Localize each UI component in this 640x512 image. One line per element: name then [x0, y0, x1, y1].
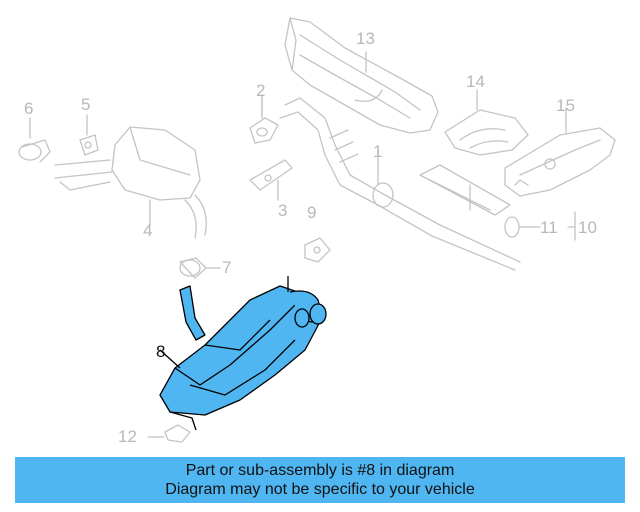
- bracket-3: [249, 159, 293, 201]
- clamp-12: [147, 424, 191, 443]
- callout-5: 5: [81, 95, 91, 114]
- heat-shield-13: [284, 17, 439, 134]
- callout-3: 3: [278, 201, 288, 220]
- callout-11: 11: [540, 218, 558, 237]
- gasket-2: [249, 94, 279, 144]
- crossmember-10: [419, 164, 511, 216]
- callout-12: 12: [118, 427, 137, 446]
- rear-muffler-8: [159, 276, 327, 431]
- hanger-9: [304, 237, 331, 263]
- muffler-4: [54, 126, 207, 239]
- callout-10: 10: [578, 218, 597, 237]
- exhaust-system-diagram: [18, 17, 616, 443]
- catalytic-pipe-1: [279, 97, 521, 271]
- callout-9: 9: [307, 203, 317, 222]
- heat-shield-15: [504, 107, 616, 197]
- part-info-banner: Part or sub-assembly is #8 in diagram Di…: [15, 457, 625, 503]
- callout-14: 14: [466, 72, 485, 91]
- hanger-5: [79, 114, 99, 156]
- ring-11: [504, 211, 576, 241]
- callout-4: 4: [143, 221, 153, 240]
- banner-line-1: Part or sub-assembly is #8 in diagram: [185, 462, 455, 479]
- clamp-6: [18, 117, 51, 163]
- callout-7: 7: [222, 258, 232, 277]
- callout-6: 6: [24, 99, 34, 118]
- callout-8: 8: [156, 342, 166, 361]
- bracket-14: [444, 89, 529, 156]
- banner-line-2: Diagram may not be specific to your vehi…: [165, 481, 475, 498]
- callout-2: 2: [256, 81, 266, 100]
- clamp-7: [179, 257, 221, 279]
- callout-13: 13: [356, 29, 375, 48]
- callout-15: 15: [556, 96, 575, 115]
- callout-1: 1: [373, 142, 383, 161]
